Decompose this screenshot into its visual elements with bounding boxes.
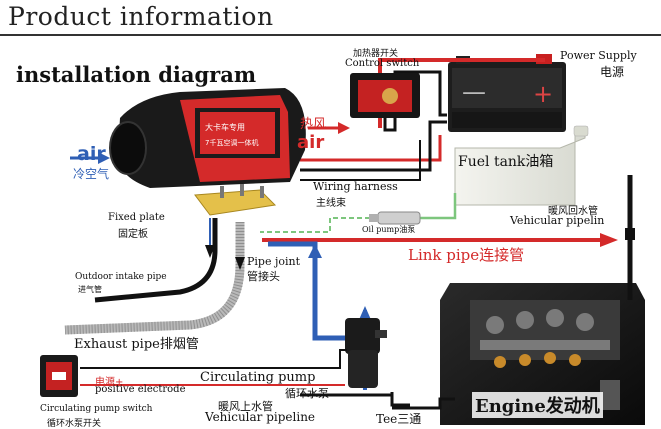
intake-pipe bbox=[94, 218, 218, 303]
tee-fitting bbox=[390, 392, 410, 407]
heater-sticker-line2: 7千瓦空调一体机 bbox=[205, 138, 258, 147]
tee-label: Tee三通 bbox=[376, 412, 422, 426]
cold-air-label-cn: 冷空气 bbox=[73, 167, 110, 181]
link-pipe-label: Link pipe连接管 bbox=[408, 246, 525, 264]
control-switch-label-cn: 加热器开关 bbox=[353, 49, 399, 59]
hot-air-label-en: air bbox=[297, 132, 325, 153]
fixed-plate-image bbox=[194, 184, 277, 216]
pump-switch-image bbox=[40, 355, 78, 397]
circulating-pump-image bbox=[345, 318, 387, 388]
water-upper-pipe bbox=[268, 241, 350, 341]
header-divider bbox=[0, 34, 661, 36]
return-pipe-label-cn: 暖风回水管 bbox=[548, 206, 598, 217]
hot-air-label-cn: 热风 bbox=[300, 117, 327, 132]
oil-pump-image bbox=[369, 211, 421, 225]
pipe-joint-label-cn: 管接头 bbox=[247, 270, 280, 283]
pipe-joint-label-en: Pipe joint bbox=[247, 255, 301, 268]
wiring-harness-label-en: Wiring harness bbox=[313, 180, 398, 193]
wiring-harness-label-cn: 主线束 bbox=[316, 198, 346, 209]
return-pipe-label-en: Vehicular pipelin bbox=[510, 214, 605, 227]
fuel-tank-image bbox=[454, 125, 589, 206]
fixed-plate-label-cn: 固定板 bbox=[118, 229, 148, 240]
heater-sticker-line1: 大卡车专用 bbox=[205, 122, 245, 132]
intake-pipe-label-cn: 进气管 bbox=[78, 285, 102, 294]
control-switch-image bbox=[350, 73, 420, 132]
control-switch-label-en: Control switch bbox=[345, 58, 420, 69]
power-supply-label-en: Power Supply bbox=[560, 49, 637, 62]
cold-air-label-en: air bbox=[77, 143, 106, 165]
upper-pipe-label-cn: 暖风上水管 bbox=[218, 400, 273, 413]
pump-switch-label-cn: 循环水泵开关 bbox=[47, 419, 102, 429]
fuel-tank-label: Fuel tank油箱 bbox=[458, 154, 554, 170]
circulating-pump-label-cn: 循环水泵 bbox=[285, 387, 329, 400]
svg-text:+: + bbox=[533, 80, 553, 108]
upper-pipe-label-en: Vehicular pipeline bbox=[205, 410, 316, 424]
heater-image: 大卡车专用 7千瓦空调一体机 bbox=[109, 88, 306, 188]
positive-electrode-label: positive electrode bbox=[95, 384, 186, 395]
battery-image: — + bbox=[448, 54, 566, 132]
power-plus-label: 电源+ bbox=[95, 377, 124, 388]
intake-pipe-label-en: Outdoor intake pipe bbox=[75, 272, 167, 282]
fixed-plate-label-en: Fixed plate bbox=[108, 212, 165, 223]
svg-text:—: — bbox=[462, 78, 486, 106]
fuel-line bbox=[420, 193, 457, 220]
pump-switch-label-en: Circulating pump switch bbox=[40, 404, 153, 414]
engine-image bbox=[440, 283, 645, 425]
circulating-pump-label-en: Circulating pump bbox=[200, 370, 316, 385]
exhaust-pipe-label: Exhaust pipe排烟管 bbox=[74, 337, 199, 352]
diagram-title: installation diagram bbox=[16, 62, 257, 87]
oil-pump-label: Oil pump油泵 bbox=[362, 225, 416, 234]
power-supply-label-cn: 电源 bbox=[600, 65, 625, 79]
engine-label: Engine发动机 bbox=[472, 392, 603, 418]
page-title: Product information bbox=[8, 2, 274, 31]
